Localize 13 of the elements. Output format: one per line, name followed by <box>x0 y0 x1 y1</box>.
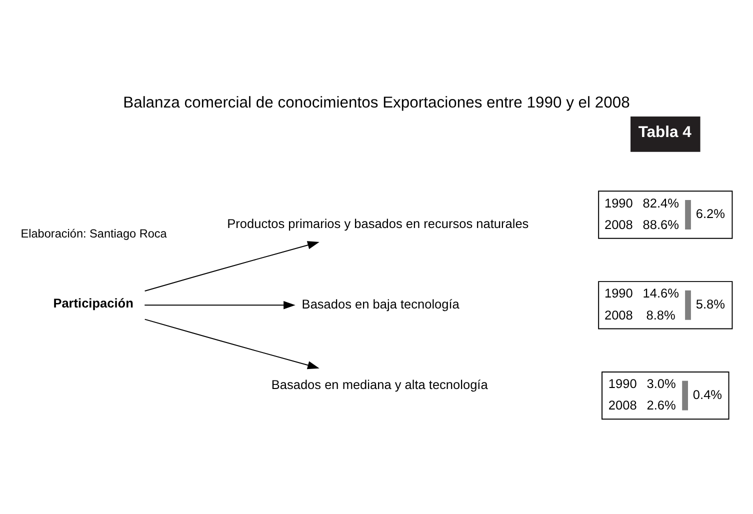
node-box: 1990 14.6% 5.8% 2008 8.8% <box>598 281 733 330</box>
node-text: Productos primarios y basados en recursos naturales <box>227 216 529 231</box>
node-box: 1990 82.4% 6.2% 2008 88.6% <box>598 190 733 239</box>
node-text: Basados en mediana y alta tecnología <box>271 377 488 392</box>
node-text: Basados en baja tecnología <box>302 296 460 312</box>
arrow <box>144 318 320 370</box>
node-text: Participación <box>53 296 134 311</box>
arrow <box>144 301 296 310</box>
label: Tabla 4 <box>638 124 692 141</box>
arrow <box>144 241 320 292</box>
diagram-title: Balanza comercial de conocimientos Exportaciones entre 1990 y el 2008 <box>123 94 630 112</box>
node-box: 1990 3.0% 0.4% 2008 2.6% <box>602 371 730 420</box>
label: Elaboración: Santiago Roca <box>20 227 167 240</box>
